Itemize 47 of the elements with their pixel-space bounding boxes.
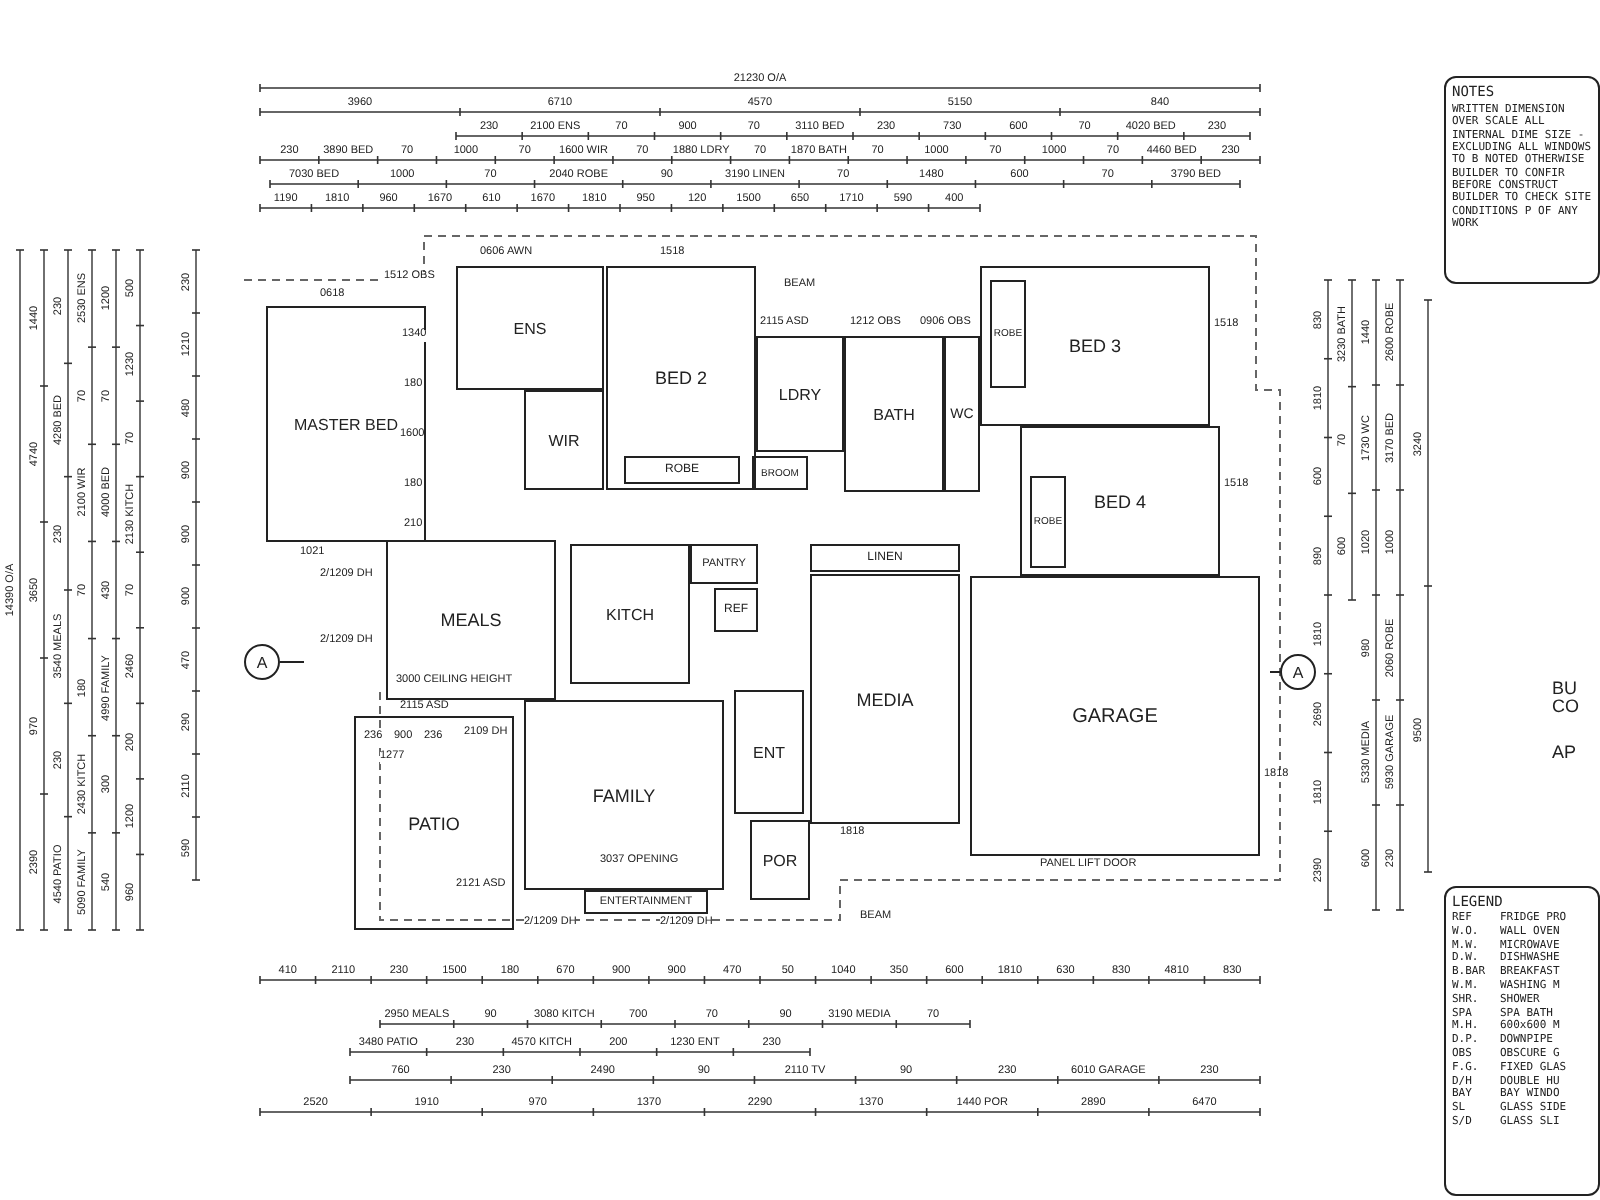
room-label: BED 2 (654, 368, 707, 388)
room-label: PATIO (408, 813, 460, 833)
room (1020, 426, 1220, 576)
room (752, 456, 808, 490)
room (970, 576, 1260, 856)
room (734, 690, 804, 814)
room-label: MEALS (440, 610, 502, 630)
room (386, 540, 556, 700)
room-label: WIR (548, 431, 580, 449)
room (266, 306, 426, 542)
room (570, 544, 690, 684)
room (354, 716, 514, 930)
robe-box (624, 456, 740, 484)
section-label: A (256, 653, 268, 671)
room-label: BED 3 (1068, 336, 1121, 356)
robe-box (990, 280, 1026, 388)
room (524, 390, 604, 490)
room-label: MASTER BED (293, 415, 398, 433)
section-label: A (1292, 663, 1304, 681)
room (980, 266, 1210, 426)
robe-box (1030, 476, 1066, 568)
room-label: ENS (513, 319, 547, 337)
room-label: LDRY (778, 385, 822, 403)
room (844, 336, 944, 492)
room (756, 336, 844, 452)
room (690, 544, 758, 584)
room-label: POR (762, 851, 798, 869)
room-label: ENT (753, 743, 785, 761)
section-marker (1280, 654, 1316, 690)
room (524, 700, 724, 890)
room-label: MEDIA (856, 689, 914, 709)
room-label: GARAGE (1072, 705, 1158, 727)
room (944, 336, 980, 492)
room (714, 588, 758, 632)
room-label: BED 4 (1093, 491, 1146, 511)
room (750, 820, 810, 900)
room-label: KITCH (606, 605, 654, 623)
legend-panel (1444, 886, 1600, 1196)
room (606, 266, 756, 490)
room-label: BATH (873, 405, 915, 423)
room (584, 890, 708, 914)
notes-panel (1444, 76, 1600, 284)
section-marker (244, 644, 280, 680)
room-label: FAMILY (592, 785, 656, 805)
room (810, 574, 960, 824)
room (456, 266, 604, 390)
room (810, 544, 960, 572)
